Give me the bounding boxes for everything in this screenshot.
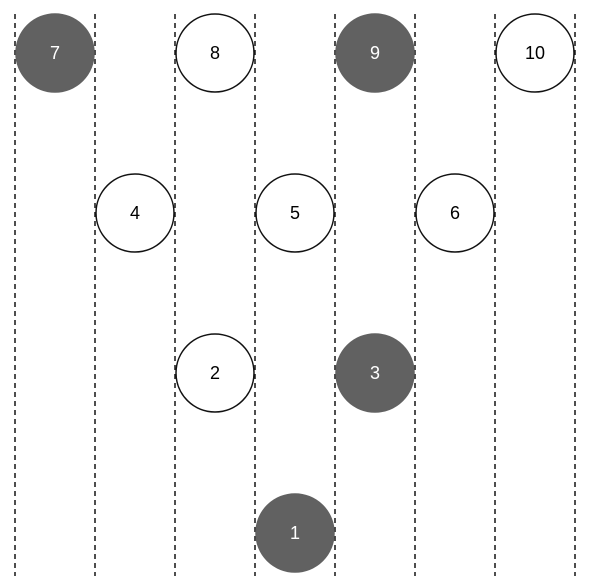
node-circle	[495, 13, 575, 93]
node-9: 9	[335, 13, 415, 93]
node-10: 10	[495, 13, 575, 93]
node-label: 7	[50, 43, 60, 63]
node-circle	[15, 13, 95, 93]
node-label: 3	[370, 363, 380, 383]
node-circle	[175, 13, 255, 93]
node-label: 1	[290, 523, 300, 543]
node-label: 5	[290, 203, 300, 223]
node-circle	[335, 13, 415, 93]
node-3: 3	[335, 333, 415, 413]
node-label: 6	[450, 203, 460, 223]
dashed-guide-lines	[14, 14, 576, 576]
node-1: 1	[255, 493, 335, 573]
node-label: 9	[370, 43, 380, 63]
node-label: 10	[525, 43, 545, 63]
node-circle	[95, 173, 175, 253]
node-7: 7	[15, 13, 95, 93]
node-circle	[255, 493, 335, 573]
node-4: 4	[95, 173, 175, 253]
node-circle	[415, 173, 495, 253]
node-8: 8	[175, 13, 255, 93]
node-2: 2	[175, 333, 255, 413]
node-circle	[335, 333, 415, 413]
node-circle	[175, 333, 255, 413]
node-label: 4	[130, 203, 140, 223]
node-label: 8	[210, 43, 220, 63]
node-label: 2	[210, 363, 220, 383]
node-circle	[255, 173, 335, 253]
node-5: 5	[255, 173, 335, 253]
node-6: 6	[415, 173, 495, 253]
node-layer: 7 8 9 10 4 5 6 2 3 1	[15, 13, 575, 573]
